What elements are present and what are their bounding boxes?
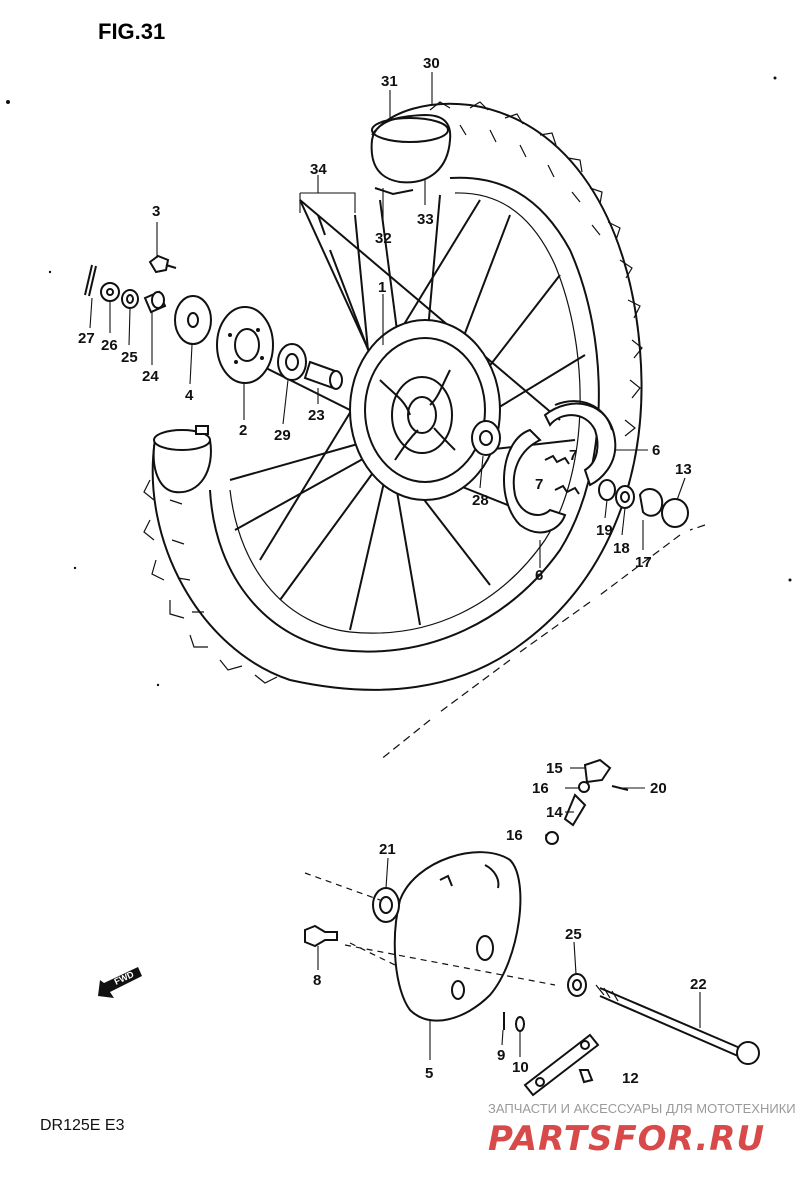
figure-title: FIG.31 xyxy=(98,19,165,44)
callout-7b: 7 xyxy=(535,476,543,493)
callout-27: 27 xyxy=(78,330,95,347)
callout-6b: 6 xyxy=(535,567,543,584)
callout-25b: 25 xyxy=(565,926,582,943)
brake-panel xyxy=(304,758,760,1097)
callout-18: 18 xyxy=(613,540,630,557)
callout-23: 23 xyxy=(308,407,325,424)
callout-16a: 16 xyxy=(532,780,549,797)
callout-13: 13 xyxy=(675,461,692,478)
callout-25a: 25 xyxy=(121,349,138,366)
callout-30: 30 xyxy=(423,55,440,72)
callout-2: 2 xyxy=(239,422,247,439)
rim-band xyxy=(370,113,452,196)
callout-8: 8 xyxy=(313,972,321,989)
left-parts xyxy=(84,254,343,390)
callout-21: 21 xyxy=(379,841,396,858)
callout-29: 29 xyxy=(274,427,291,444)
callout-9: 9 xyxy=(497,1047,505,1064)
tire-tread xyxy=(143,101,643,684)
watermark-brand: PARTSFOR.RU xyxy=(488,1119,765,1159)
brake-assembly xyxy=(379,400,706,761)
callout-20: 20 xyxy=(650,780,667,797)
callout-labels: 31 30 34 32 33 3 1 27 26 25 24 4 2 29 23… xyxy=(78,55,707,1087)
callout-14: 14 xyxy=(546,804,563,821)
hub xyxy=(349,319,501,501)
fwd-arrow-icon: FWD xyxy=(98,967,142,998)
callout-28: 28 xyxy=(472,492,489,509)
callout-32: 32 xyxy=(375,230,392,247)
callout-34: 34 xyxy=(310,161,327,178)
callout-7a: 7 xyxy=(569,447,577,464)
valve-cap xyxy=(152,425,212,494)
callout-6a: 6 xyxy=(652,442,660,459)
callout-10: 10 xyxy=(512,1059,529,1076)
watermark-tagline: ЗАПЧАСТИ И АКСЕССУАРЫ ДЛЯ МОТОТЕХНИКИ xyxy=(488,1101,796,1116)
callout-19: 19 xyxy=(596,522,613,539)
callout-1: 1 xyxy=(378,279,386,296)
spoke-nipple xyxy=(299,175,369,351)
callout-22: 22 xyxy=(690,976,707,993)
tire-inner xyxy=(209,176,600,653)
watermark: ЗАПЧАСТИ И АКСЕССУАРЫ ДЛЯ МОТОТЕХНИКИ PA… xyxy=(488,1101,796,1159)
callout-4: 4 xyxy=(185,387,194,404)
callout-33: 33 xyxy=(417,211,434,228)
model-code: DR125E E3 xyxy=(40,1117,125,1134)
tire-outline xyxy=(151,102,643,691)
callout-17: 17 xyxy=(635,554,652,571)
callout-16b: 16 xyxy=(506,827,523,844)
callout-26: 26 xyxy=(101,337,118,354)
callout-12: 12 xyxy=(622,1070,639,1087)
callout-5: 5 xyxy=(425,1065,433,1082)
leader-lines xyxy=(89,72,701,1060)
wheel-assembly xyxy=(143,101,643,691)
callout-3: 3 xyxy=(152,203,160,220)
scan-specks xyxy=(6,76,792,687)
callout-31: 31 xyxy=(381,73,398,90)
callout-15: 15 xyxy=(546,760,563,777)
rim-outline xyxy=(229,192,581,634)
callout-24: 24 xyxy=(142,368,159,385)
